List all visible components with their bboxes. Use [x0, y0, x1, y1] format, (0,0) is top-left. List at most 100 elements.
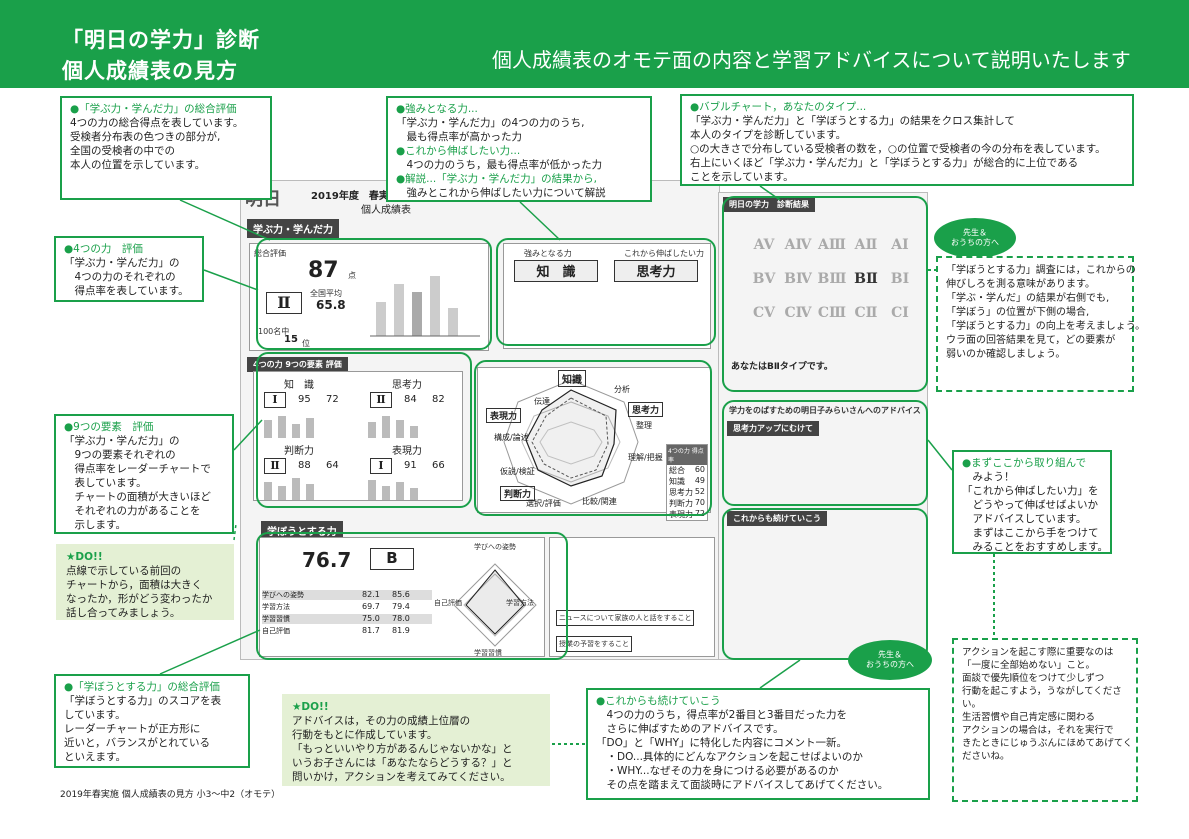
rank-total: 100名中	[258, 327, 290, 336]
teacher-bubble-2: 先生＆ おうちの方へ	[848, 640, 932, 680]
manabou-score: 76.7	[302, 548, 352, 572]
callout-right-2: アクションを起こす際に重要なのは 「一度に全部始めない」こと。 面談で優先順位を…	[952, 638, 1138, 802]
power-v1-2: 88	[298, 460, 311, 471]
type-title: 明日の学力 診断結果	[723, 197, 815, 212]
header-subtitle: 個人成績表のオモテ面の内容と学習アドバイスについて説明いたします	[492, 48, 1131, 72]
manabou-axis-3: 自己評価	[434, 599, 462, 607]
radar-label-understand: 理解/把握	[628, 453, 663, 462]
frame-type	[722, 196, 928, 392]
radar-label-knowledge: 知識	[558, 370, 586, 387]
four-powers-panel: 知 識 Ⅰ 95 72 思考力 Ⅱ 84 82 判断力 Ⅱ 88 64 表現力 …	[253, 371, 463, 501]
frame-continue	[722, 508, 928, 660]
type-cell: CⅣ	[784, 305, 812, 321]
type-cell: CⅢ	[817, 305, 847, 321]
power-v1-0: 95	[298, 394, 311, 405]
type-cell: BV	[752, 271, 776, 287]
radar-label-convey: 伝達	[534, 397, 550, 406]
overall-rate: 65.8	[316, 298, 346, 312]
type-cell: CV	[752, 305, 775, 321]
four-title: 4つの力 9つの要素 評価	[247, 357, 348, 372]
radar-label-select: 選択/評価	[526, 499, 561, 508]
overall-panel: 総合評価 87 点 Ⅱ 全国平均 65.8 100名中 15 位	[249, 243, 489, 351]
report-sheet-right: 明日の学力 診断結果 AV AⅣ AⅢ AⅡ AⅠ BV BⅣ BⅢ BⅡ BⅠ…	[718, 192, 928, 660]
callout-right-1: 「学ぼうとする力」調査には，これからの 伸びしろを測る意味があります。 「学ぶ・…	[936, 256, 1145, 392]
power-grade-3: Ⅰ	[370, 458, 392, 474]
type-cell: BⅣ	[784, 271, 812, 287]
continue-title: これからも続けていこう	[727, 511, 827, 526]
sheet-doc-title: 個人成績表	[361, 205, 411, 216]
header-banner: 「明日の学力」診断 個人成績表の見方 個人成績表のオモテ面の内容と学習アドバイス…	[0, 0, 1189, 88]
power-v2-1: 82	[432, 394, 445, 405]
callout-four: ●4つの力 評価 「学ぶ力・学んだ力」の 4つの力のそれぞれの 得点率を表してい…	[54, 236, 204, 302]
radar-label-analysis: 分析	[614, 385, 630, 394]
callout-strength: ●強みとなる力... 「学ぶ力・学んだ力」の4つの力のうち, 最も得点率が高かっ…	[386, 96, 652, 202]
power-grade-2: Ⅱ	[264, 458, 286, 474]
callout-bubble: ●バブルチャート，あなたのタイプ... 「学ぶ力・学んだ力」と「学ぼうとする力」…	[680, 94, 1134, 186]
do-box-2: ★DO!! アドバイスは，その力の成績上位層の 行動をもとに作成しています。 「…	[282, 694, 550, 786]
power-v1-1: 84	[404, 394, 417, 405]
school-rank: 15	[284, 334, 298, 345]
radar-table-title: 4つの力 得点率	[667, 445, 707, 465]
frame-radar	[474, 360, 712, 516]
type-cell-current: BⅡ	[854, 271, 878, 287]
radar-label-thinking: 思考力	[628, 402, 664, 417]
radar-label-judgement: 判断力	[500, 486, 536, 501]
report-sheet-front: 明日 2019年度 春実施「明日の学力」診断 個人成績表 学ぶ力・学んだ力 総合…	[240, 180, 720, 660]
cando-text: ニュースについて家族の人と話をすること	[556, 610, 695, 626]
power-v2-0: 72	[326, 394, 339, 405]
distribution-bars	[370, 276, 480, 337]
radar-label-compare: 比較/関連	[582, 497, 617, 506]
power-name-0: 知 識	[284, 380, 314, 391]
type-cell: AⅡ	[854, 237, 878, 253]
power-bars-top	[264, 416, 418, 438]
type-cell: AⅠ	[891, 237, 909, 253]
manabou-axis-1: 学習方法	[506, 599, 534, 607]
type-cell: AⅢ	[818, 237, 846, 253]
rank-unit: 位	[302, 339, 310, 348]
manabou-grade: B	[370, 548, 414, 570]
type-cell: AV	[753, 237, 775, 253]
do-box-1: ★DO!! 点線で示している前回の チャートから，面積は大きく なったか，形がど…	[56, 544, 234, 620]
title-line1: 「明日の学力」診断	[62, 28, 260, 52]
radar-label-expression: 表現力	[486, 408, 522, 423]
power-grade-1: Ⅱ	[370, 392, 392, 408]
rate-label: 全国平均	[310, 289, 342, 298]
advice-sub: 思考力アップにむけて	[727, 421, 819, 436]
power-bars-bottom	[264, 478, 418, 500]
type-text: あなたはBⅡタイプです。	[731, 362, 833, 372]
manabou-radar	[453, 563, 537, 647]
overall-grade: Ⅱ	[266, 292, 302, 314]
power-v2-2: 64	[326, 460, 339, 471]
type-cell: BⅠ	[890, 271, 910, 287]
radar-label-compose: 構成/論述	[494, 433, 529, 442]
manabou-axis-2: 学習習慣	[474, 649, 502, 657]
cando2-text: 授業の予習をすること	[556, 636, 632, 652]
nine-radar-panel: 知識 分析 思考力 整理 理解/把握 比較/関連 判断力 選択/評価 仮説/検証…	[477, 367, 711, 521]
nine-radar-chart	[503, 379, 639, 505]
frame-strength	[496, 238, 716, 346]
callout-nine: ●9つの要素 評価 「学ぶ力・学んだ力」の 9つの要素それぞれの 得点率をレーダ…	[54, 414, 234, 534]
strength-panel: 強みとなる力 これから伸ばしたい力 知 識 思考力	[503, 243, 711, 349]
type-cell: BⅢ	[817, 271, 847, 287]
callout-start: ●まずここから取り組んで みよう！ 「これから伸ばしたい力」を どうやって伸ばせ…	[952, 450, 1112, 554]
power-grade-0: Ⅰ	[264, 392, 286, 408]
power-name-3: 表現力	[392, 446, 422, 457]
type-cell: CⅡ	[854, 305, 878, 321]
power-v2-3: 66	[432, 460, 445, 471]
callout-manabou: ●「学ぼうとする力」の総合評価 「学ぼうとする力」のスコアを表 しています。 レ…	[54, 674, 250, 768]
overall-label: 総合評価	[254, 249, 286, 258]
strength-label: 強みとなる力	[524, 249, 572, 258]
radar-label-hypothesis: 仮説/検証	[500, 467, 535, 476]
callout-continue: ●これからも続けていこう 4つの力のうち，得点率が2番目と3番目だった力を さら…	[586, 688, 930, 800]
power-name-1: 思考力	[392, 380, 422, 391]
type-cell: AⅣ	[784, 237, 812, 253]
frame-overall	[256, 238, 492, 350]
